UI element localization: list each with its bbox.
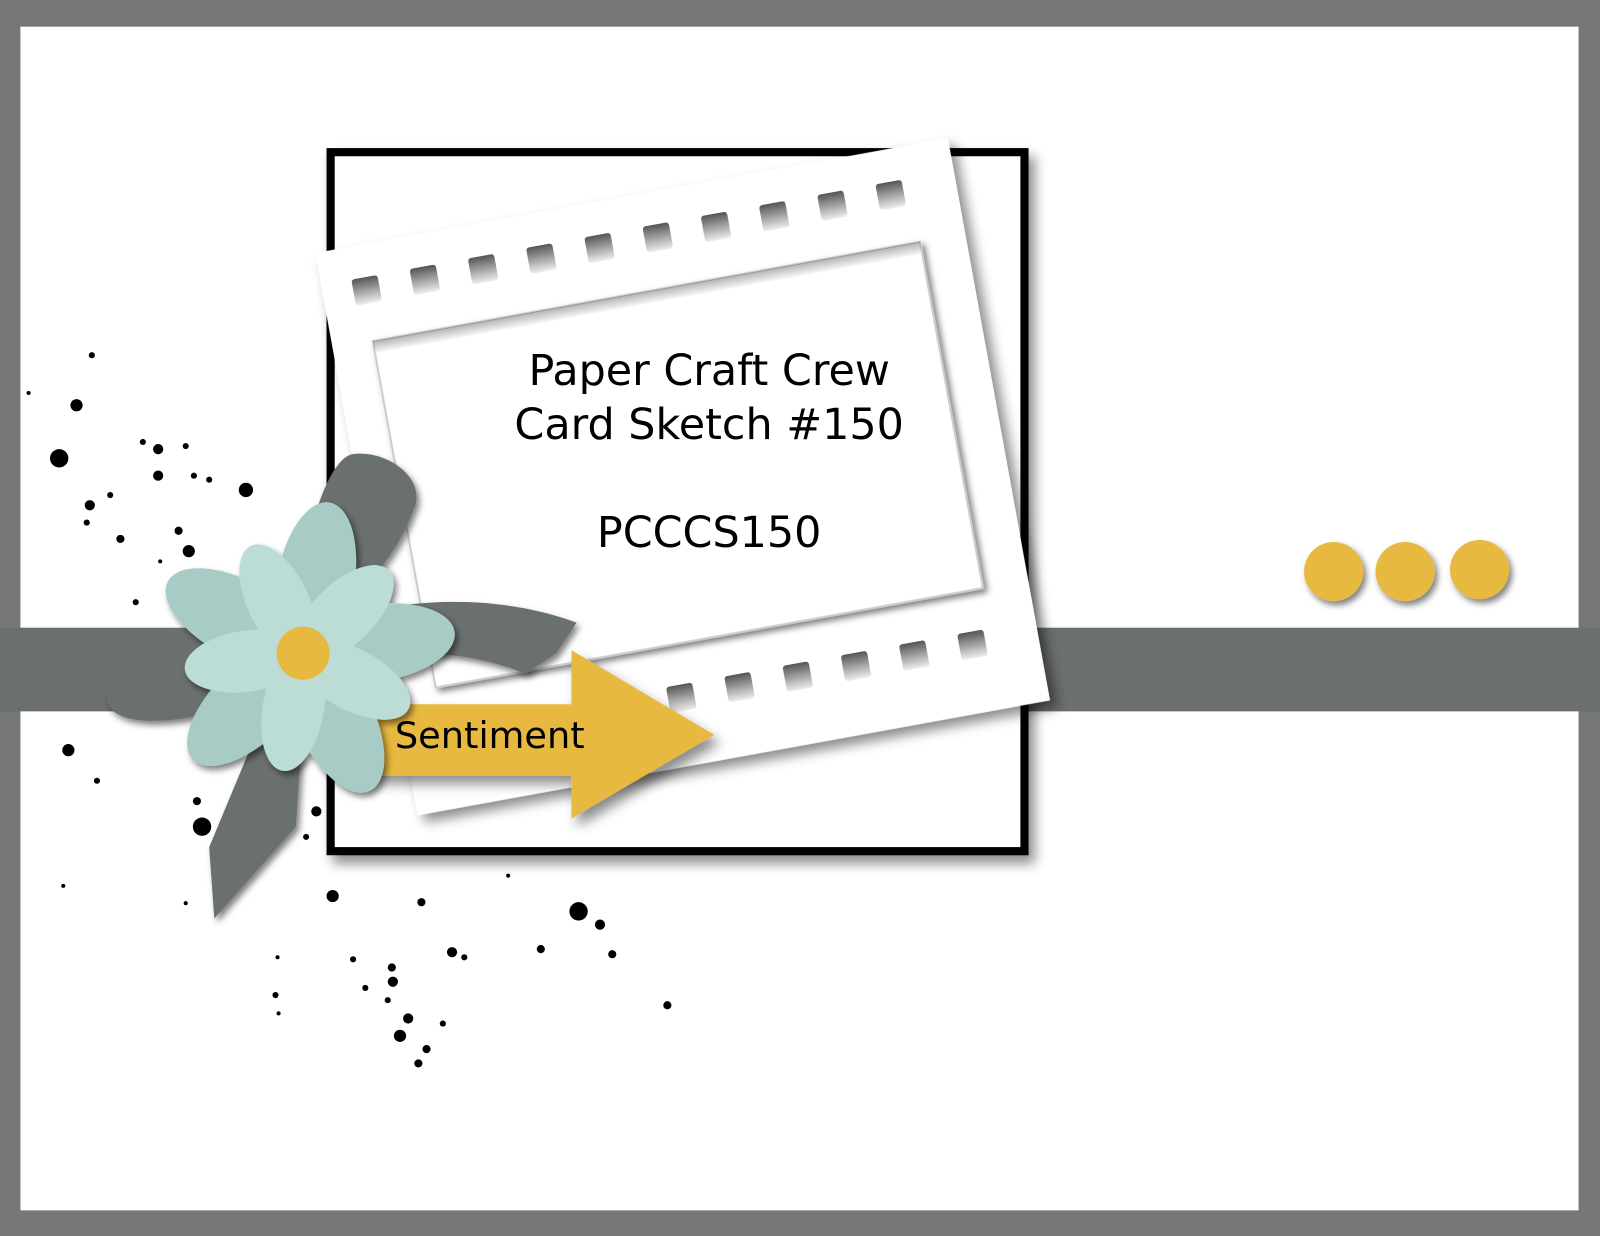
sketch-title-line2: Card Sketch #150 (514, 400, 904, 450)
dot (1450, 539, 1510, 600)
sprocket-holes-bottom (666, 629, 988, 713)
sentiment-label: Sentiment (395, 714, 585, 757)
sketch-code: PCCCS150 (597, 508, 822, 558)
film-frame (315, 138, 1050, 816)
sprocket-holes-top (351, 180, 906, 306)
dot (1304, 541, 1364, 602)
sentiment-arrow (352, 650, 715, 819)
flower-center (276, 626, 330, 680)
dot (1375, 541, 1435, 602)
ink-splatter (26, 352, 672, 1068)
enamel-dots (1304, 539, 1510, 602)
sketch-title-line1: Paper Craft Crew (528, 346, 889, 396)
flower (165, 502, 455, 793)
